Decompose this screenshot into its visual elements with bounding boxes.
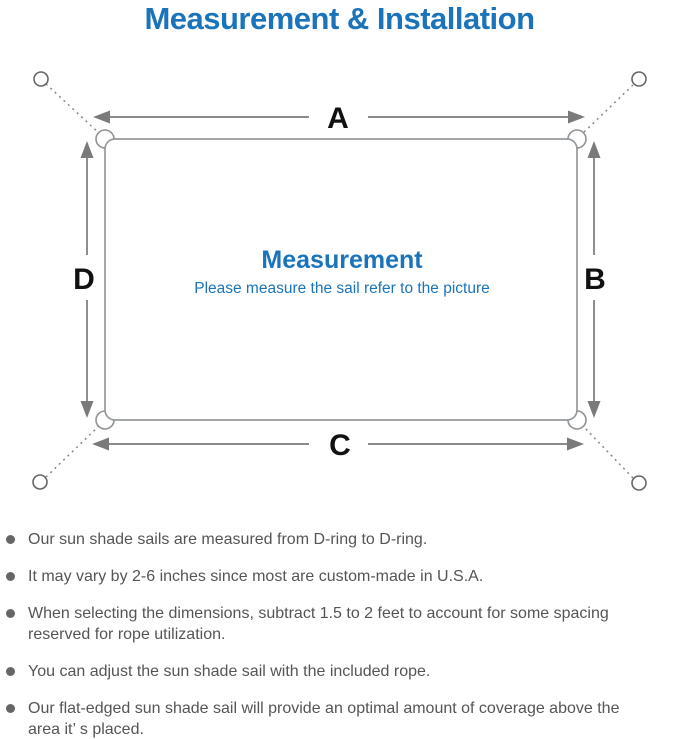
anchor-line-bottom-right: [581, 424, 634, 479]
sail-outline: [104, 138, 578, 421]
anchor-point-top-right: [631, 71, 647, 87]
dim-d-arrowhead-down: [80, 401, 94, 418]
note-item-dring: Our sun shade sails are measured from D-…: [0, 529, 648, 550]
measurement-notes-list: Our sun shade sails are measured from D-…: [0, 529, 679, 739]
dim-label-a: A: [327, 102, 349, 135]
dim-a-arrowhead-left: [93, 110, 110, 124]
anchor-line-top-right: [581, 84, 634, 135]
dim-c-arrowhead-right: [567, 437, 584, 451]
dim-label-c: C: [329, 429, 351, 462]
dim-label-b: B: [584, 263, 606, 296]
anchor-line-top-left: [45, 83, 101, 135]
anchor-point-bottom-left: [32, 474, 48, 490]
dim-a-arrowhead-right: [568, 110, 585, 124]
dim-label-d: D: [73, 263, 95, 296]
anchor-point-top-left: [33, 71, 49, 87]
diagram-center-subtitle: Please measure the sail refer to the pic…: [194, 280, 490, 297]
dim-b-arrowhead-down: [587, 401, 601, 418]
dim-d-arrowhead-up: [80, 141, 94, 158]
note-item-spacing: When selecting the dimensions, subtract …: [0, 603, 648, 645]
anchor-line-bottom-left: [45, 424, 101, 478]
dim-b-arrowhead-up: [587, 141, 601, 158]
page-title: Measurement & Installation: [144, 1, 535, 36]
note-item-rope: You can adjust the sun shade sail with t…: [0, 661, 648, 682]
dim-c-arrowhead-left: [92, 437, 109, 451]
note-item-variance: It may vary by 2-6 inches since most are…: [0, 566, 648, 587]
note-item-coverage: Our flat-edged sun shade sail will provi…: [0, 698, 648, 739]
anchor-point-bottom-right: [631, 475, 647, 491]
diagram-center-title: Measurement: [261, 246, 423, 274]
